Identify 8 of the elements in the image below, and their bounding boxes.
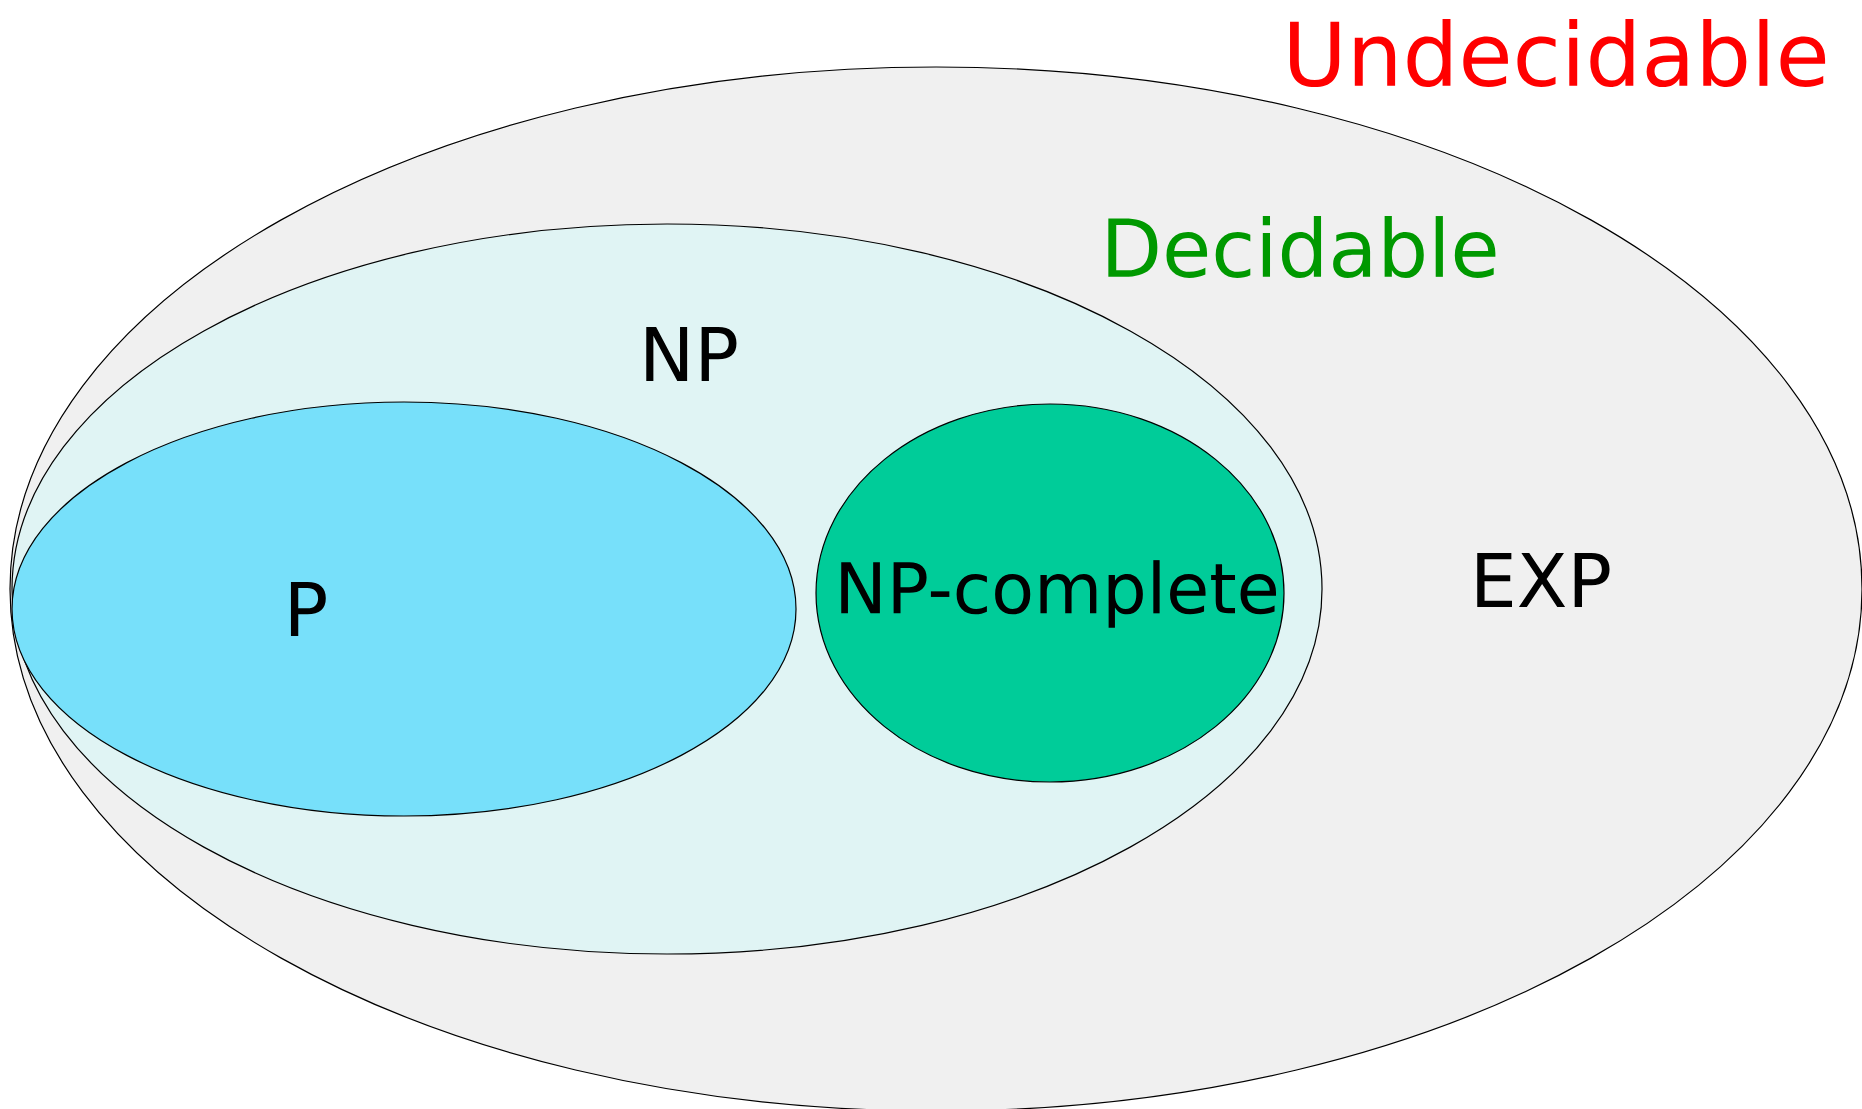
set-label: EXP (1477, 553, 1610, 607)
set-label: NP (646, 327, 737, 381)
ellipse (11, 401, 797, 817)
ellipse (815, 403, 1285, 783)
set-label: P (290, 582, 326, 636)
set-label: NP-complete (841, 560, 1276, 628)
set-label: Decidable (1108, 216, 1496, 278)
region-label: Undecidable (1290, 18, 1826, 88)
